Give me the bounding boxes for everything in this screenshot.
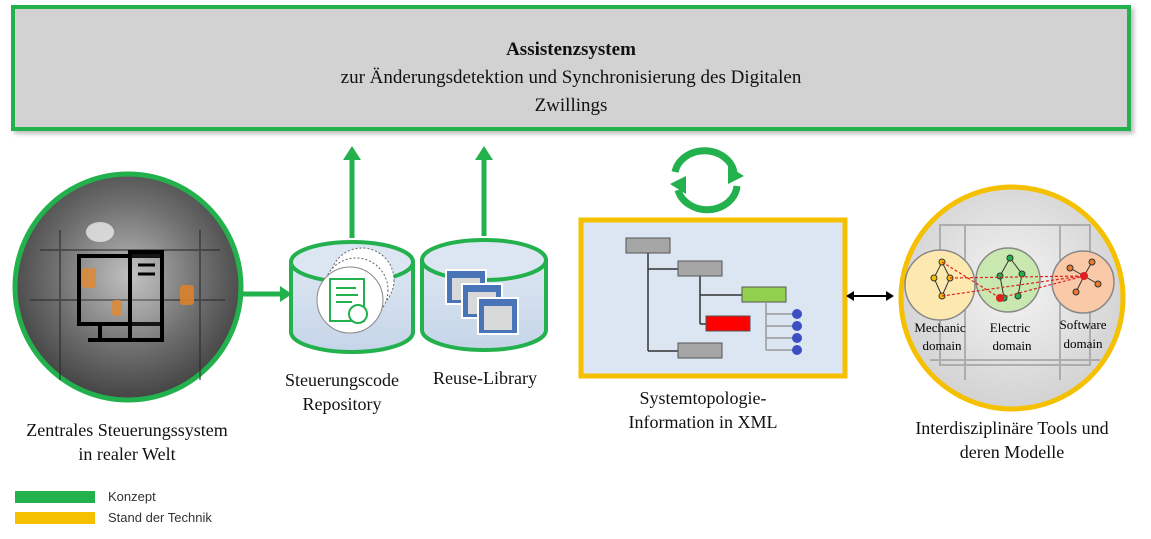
tools-label-line2: deren Modelle <box>959 442 1065 462</box>
library-stack-icon <box>445 269 519 335</box>
assistant-system-box: Assistenzsystem zur Änderungsdetektion u… <box>11 5 1131 131</box>
control-system-label-line1: Zentrales Steuerungssystem <box>26 420 228 440</box>
control-system-label: Zentrales Steuerungssystem in realer Wel… <box>2 418 252 466</box>
sync-icon <box>670 147 744 214</box>
arrow-library-to-assistant <box>475 146 493 236</box>
reuse-library-label: Reuse-Library <box>420 366 550 390</box>
tools-label-line1: Interdisziplinäre Tools und <box>915 418 1109 438</box>
control-system-label-line2: in realer Welt <box>78 444 176 464</box>
tools-label: Interdisziplinäre Tools und deren Modell… <box>884 416 1140 464</box>
double-arrow-xml-tools <box>846 291 894 301</box>
electric-domain-word2: domain <box>993 338 1032 353</box>
software-domain-bubble <box>1051 250 1115 314</box>
electric-domain-bubble <box>975 247 1041 313</box>
arrow-repository-to-assistant <box>343 146 361 238</box>
code-repository-label-line2: Repository <box>302 394 382 414</box>
xml-info-label-line1: Systemtopologie- <box>639 388 767 408</box>
code-repository-label: Steuerungscode Repository <box>262 368 422 416</box>
software-domain-word1: Software <box>1060 317 1107 332</box>
computer-icon <box>77 250 164 342</box>
assistant-system-title: Assistenzsystem <box>506 39 636 60</box>
mechanic-domain-bubble <box>904 249 976 321</box>
domain-links <box>941 261 1085 299</box>
reuse-library-label-text: Reuse-Library <box>433 368 537 388</box>
assistant-system-subtitle-line1: zur Änderungsdetektion und Synchronisier… <box>340 67 802 88</box>
code-repository-label-line1: Steuerungscode <box>285 370 399 390</box>
legend-concept-swatch <box>15 491 95 503</box>
legend-state-of-art-swatch <box>15 512 95 524</box>
legend-concept-label: Konzept <box>108 489 156 504</box>
mechanic-domain-word2: domain <box>923 338 962 353</box>
xml-info-label: Systemtopologie- Information in XML <box>598 386 808 434</box>
legend-state-of-art-label: Stand der Technik <box>108 510 212 525</box>
xml-info-box <box>578 217 848 379</box>
xml-info-label-line2: Information in XML <box>628 412 778 432</box>
assistant-system-subtitle-line2: Zwillings <box>534 95 608 116</box>
software-domain-word2: domain <box>1064 336 1103 351</box>
code-document-icon <box>316 247 395 334</box>
electric-domain-word1: Electric <box>990 320 1031 335</box>
mechanic-domain-word1: Mechanic <box>914 320 965 335</box>
